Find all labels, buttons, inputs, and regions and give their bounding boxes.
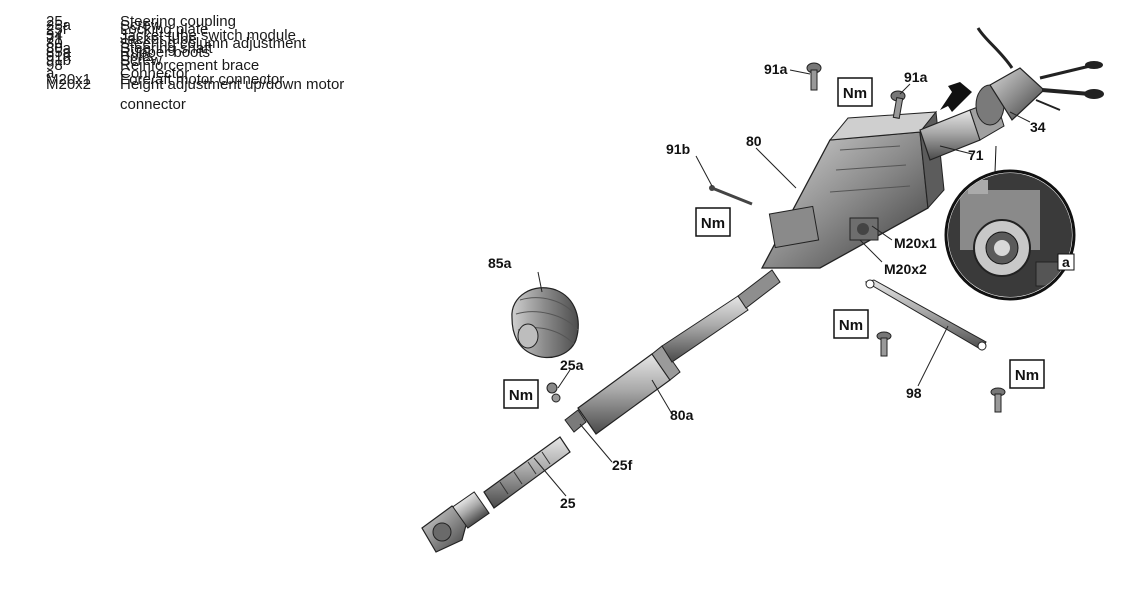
legend-code: 98 [46, 57, 63, 74]
legend-code: 80 [46, 35, 63, 52]
legend-code: 80a [46, 40, 72, 57]
screw-25a-part [546, 382, 561, 403]
legend-code: M20x2 [46, 76, 92, 93]
legend-description: Rubber boots [120, 44, 211, 61]
legend-description: Fore/aft motor connector [120, 71, 285, 88]
legend-description: Steering column adjustment [120, 35, 306, 52]
legend-description: Steering coupling [120, 13, 236, 30]
callout-25f: 25f [612, 457, 633, 473]
reinforcement-brace-part [864, 279, 1006, 413]
torque-label: Nm [1015, 367, 1039, 384]
legend-description: Bolts [120, 48, 154, 65]
steering-coupling-part [421, 436, 571, 553]
legend-description: Jacket tube switch module [120, 27, 296, 44]
steering-column-diagram: Nm Nm Nm Nm Nm 91a 91a 80 91b 71 34 85a … [400, 0, 1137, 594]
legend-description: Reinforcement brace [120, 57, 260, 74]
leader-lines [533, 69, 1031, 497]
callout-m20x2: M20x2 [884, 261, 927, 277]
legend-code: 25f [46, 21, 67, 38]
bolt-part [806, 62, 906, 119]
callout-91a: 91a [904, 69, 928, 85]
torque-label: Nm [509, 387, 533, 404]
torque-label: Nm [701, 215, 725, 232]
legend-code: 91b [46, 52, 72, 69]
connector-detail-inset [944, 145, 1076, 301]
legend-description: Screw [120, 17, 162, 34]
legend-code: 71 [46, 31, 63, 48]
torque-spec-box: Nm [503, 379, 539, 409]
callout-25: 25 [560, 495, 576, 511]
callout-34: 34 [1030, 119, 1046, 135]
locking-plate-part [564, 409, 587, 433]
callout-m20x1: M20x1 [894, 235, 937, 251]
torque-spec-box: Nm [1009, 359, 1045, 389]
jacket-tube-switch-module-part [975, 27, 1104, 126]
torque-spec-box: Nm [833, 309, 869, 339]
legend-code: M20x1 [46, 71, 92, 88]
legend-description: Jacket tube [120, 31, 197, 48]
callout-85a: 85a [488, 255, 512, 271]
rubber-boot-part [511, 287, 579, 359]
legend-description: Screw [120, 52, 162, 69]
callout-91a: 91a [764, 61, 788, 77]
legend-description: Locking plate [120, 21, 209, 38]
callout-25a: 25a [560, 357, 584, 373]
steering-shaft-part [577, 269, 781, 435]
screw-part [709, 185, 753, 206]
callout-98: 98 [906, 385, 922, 401]
legend-description: Height adjustment up/down motor connecto… [120, 76, 345, 113]
torque-label: Nm [839, 317, 863, 334]
legend-code: 25a [46, 17, 72, 34]
callout-80a: 80a [670, 407, 694, 423]
legend-code: 25 [46, 13, 63, 30]
legend-code: 34 [46, 27, 63, 44]
legend-code: 85a [46, 44, 72, 61]
legend-description: Connector [120, 65, 190, 82]
direction-arrow-icon [940, 82, 972, 112]
legend-code: 91a [46, 48, 72, 65]
torque-label: Nm [843, 85, 867, 102]
legend-description: Steering shaft [120, 40, 213, 57]
torque-spec-box: Nm [695, 207, 731, 237]
callout-91b: 91b [666, 141, 690, 157]
callout-80: 80 [746, 133, 762, 149]
legend-code: a [46, 65, 55, 82]
callout-71: 71 [968, 147, 984, 163]
torque-spec-box: Nm [837, 77, 873, 107]
callout-a: a [1062, 254, 1070, 270]
